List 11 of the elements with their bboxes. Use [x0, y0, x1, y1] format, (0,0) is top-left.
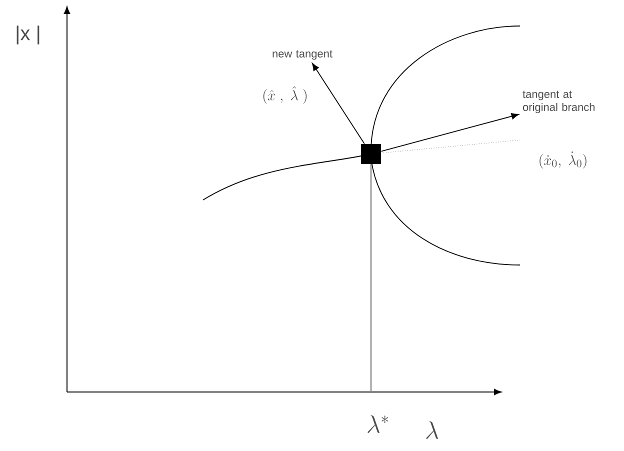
formula-label: $(\dot{x}_0,\ \dot{\lambda}_0)$ — [540, 152, 586, 168]
axis-label: $\lambda$ — [426, 421, 438, 439]
bifurcation-point — [361, 144, 381, 164]
annotation-text: tangent at original branch — [522, 90, 595, 114]
annotation-text: new tangent — [272, 50, 332, 60]
tangent-line — [381, 140, 520, 154]
formula-label: $(\hat{x}\ ,\ \hat{\lambda}\ )$ — [263, 86, 307, 104]
tangent-arrow — [380, 113, 520, 152]
tangent-arrow — [312, 62, 365, 144]
axis-tick-label: $\lambda^*$ — [368, 415, 388, 433]
axis-label: |x | — [16, 26, 40, 44]
